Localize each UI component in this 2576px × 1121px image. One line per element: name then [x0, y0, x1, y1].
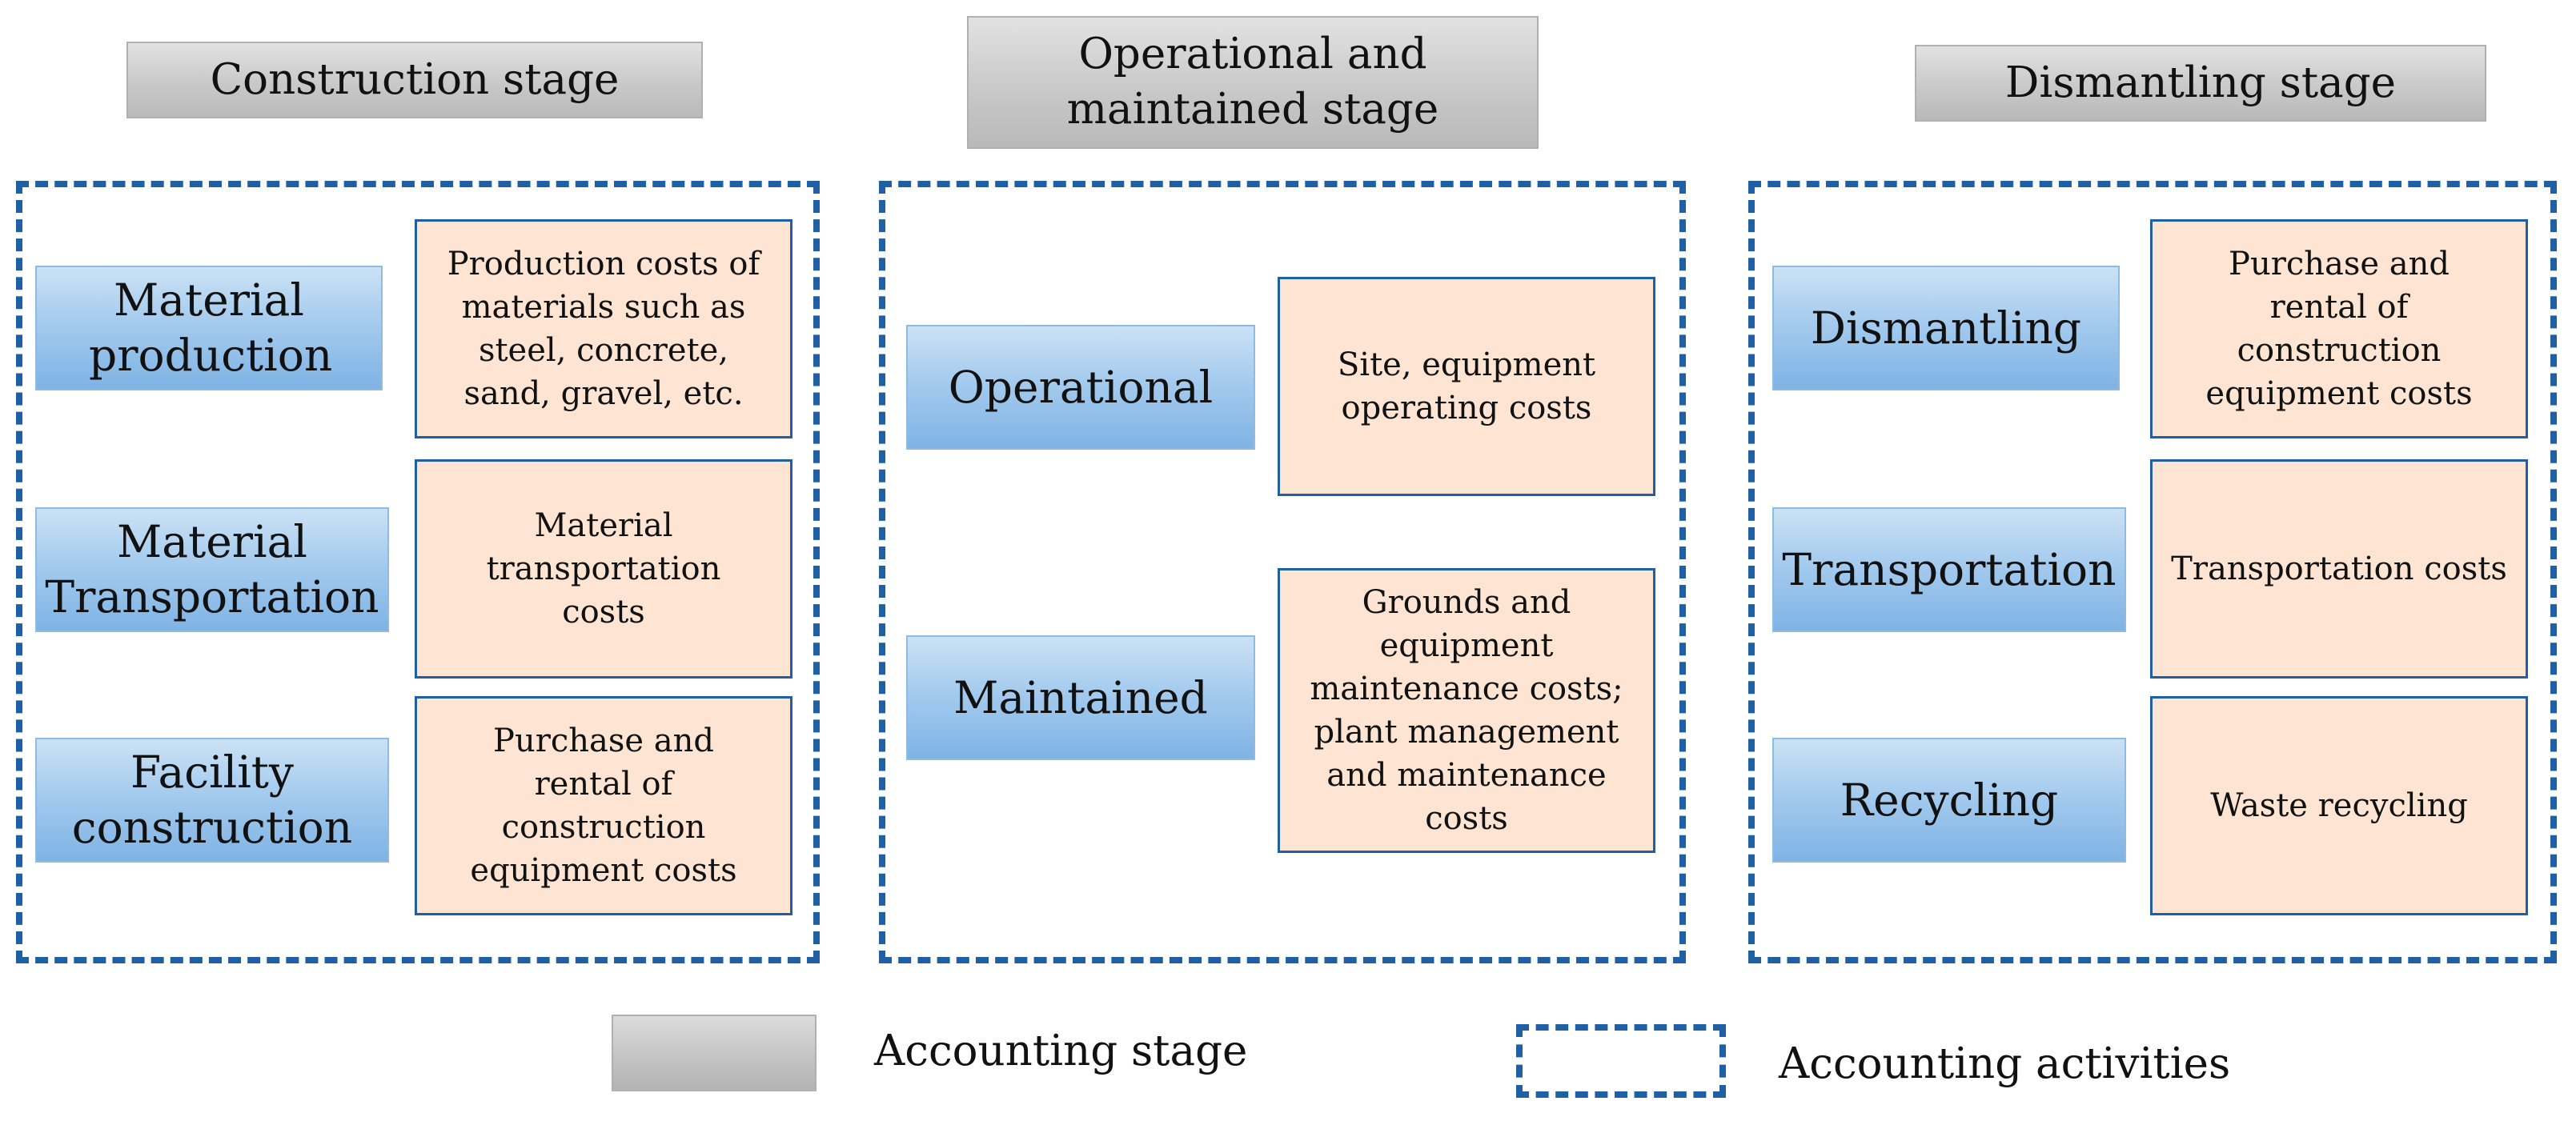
activities-group-operational — [879, 181, 1686, 963]
stage-header-construction: Construction stage — [126, 42, 703, 118]
cost-text: Production costs of materials such as st… — [447, 246, 760, 412]
cost-text: Transportation costs — [2171, 550, 2507, 587]
activity-label: Dismantling — [1810, 302, 2082, 354]
activity-label: Recycling — [1840, 774, 2059, 826]
cost-text: Site, equipment operating costs — [1337, 346, 1596, 426]
activity-label: Maintained — [953, 671, 1208, 723]
stage-title: Dismantling stage — [2004, 58, 2397, 107]
activity-facility-construction: Facility construction — [35, 738, 389, 863]
cost-recycling: Waste recycling — [2150, 696, 2528, 915]
stage-header-operational: Operational and maintained stage — [967, 16, 1539, 149]
cost-dismantling: Purchase and rental of construction equi… — [2150, 219, 2528, 438]
activity-material-production: Material production — [35, 266, 383, 390]
cost-material-production: Production costs of materials such as st… — [415, 219, 792, 438]
legend-stage-swatch — [612, 1015, 817, 1091]
cost-material-transportation: Material transportation costs — [415, 459, 792, 679]
activity-label: Material Transportation — [45, 516, 379, 623]
legend-activity-label: Accounting activities — [1779, 1039, 2231, 1088]
stage-title: Operational and maintained stage — [1066, 30, 1439, 134]
cost-maintained: Grounds and equipment maintenance costs;… — [1278, 568, 1655, 853]
cost-text: Material transportation costs — [486, 507, 721, 631]
activity-label: Transportation — [1782, 543, 2117, 595]
activity-material-transportation: Material Transportation — [35, 507, 389, 632]
activities-group-construction — [16, 181, 820, 963]
activity-maintained: Maintained — [906, 635, 1255, 760]
cost-operational: Site, equipment operating costs — [1278, 277, 1655, 496]
activity-label: Material production — [89, 274, 333, 381]
cost-text: Purchase and rental of construction equi… — [2205, 246, 2473, 412]
stage-header-dismantling: Dismantling stage — [1915, 45, 2486, 122]
cost-transportation: Transportation costs — [2150, 459, 2528, 679]
cost-text: Grounds and equipment maintenance costs;… — [1310, 584, 1623, 837]
legend-stage-label: Accounting stage — [874, 1027, 1248, 1075]
activities-group-dismantling — [1748, 181, 2557, 963]
stage-title: Construction stage — [210, 54, 620, 104]
activity-recycling: Recycling — [1772, 738, 2126, 863]
activity-transportation: Transportation — [1772, 507, 2126, 632]
cost-facility-construction: Purchase and rental of construction equi… — [415, 696, 792, 915]
activity-label: Operational — [948, 361, 1214, 413]
activity-dismantling: Dismantling — [1772, 266, 2120, 390]
legend-activity-swatch — [1516, 1024, 1726, 1098]
cost-text: Purchase and rental of construction equi… — [470, 723, 737, 889]
cost-text: Waste recycling — [2210, 787, 2468, 824]
activity-operational: Operational — [906, 325, 1255, 450]
activity-label: Facility construction — [71, 747, 353, 853]
